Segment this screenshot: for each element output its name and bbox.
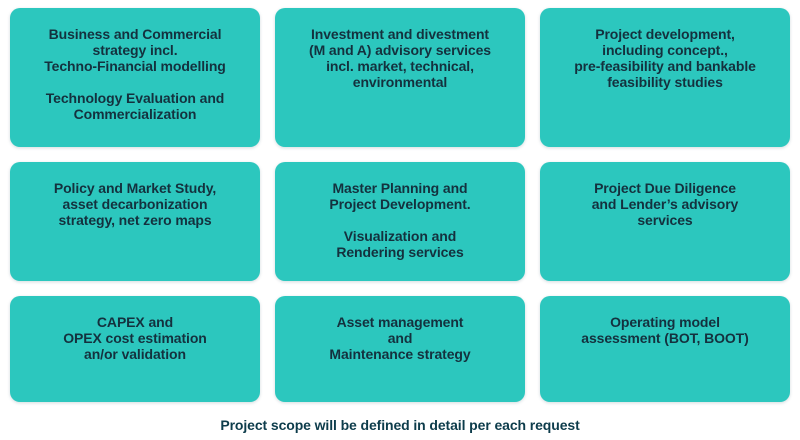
card-text: Business and Commercial strategy incl. T… [44, 26, 226, 122]
card-business-commercial-strategy: Business and Commercial strategy incl. T… [10, 8, 260, 147]
card-text: Asset management and Maintenance strateg… [329, 314, 471, 362]
card-operating-model-assessment: Operating model assessment (BOT, BOOT) [540, 296, 790, 402]
card-policy-market-study: Policy and Market Study, asset decarboni… [10, 162, 260, 281]
footer-caption: Project scope will be defined in detail … [220, 417, 580, 433]
card-capex-opex-estimation: CAPEX and OPEX cost estimation an/or val… [10, 296, 260, 402]
card-text: Master Planning and Project Development.… [329, 180, 471, 260]
card-master-planning-visualization: Master Planning and Project Development.… [275, 162, 525, 281]
services-grid: Business and Commercial strategy incl. T… [10, 8, 790, 402]
card-text: Project development, including concept.,… [574, 26, 756, 90]
card-text: Investment and divestment (M and A) advi… [309, 26, 491, 90]
card-project-due-diligence: Project Due Diligence and Lender’s advis… [540, 162, 790, 281]
card-investment-divestment-advisory: Investment and divestment (M and A) advi… [275, 8, 525, 147]
card-asset-management-maintenance: Asset management and Maintenance strateg… [275, 296, 525, 402]
card-project-development-feasibility: Project development, including concept.,… [540, 8, 790, 147]
card-text: CAPEX and OPEX cost estimation an/or val… [63, 314, 207, 362]
card-text: Project Due Diligence and Lender’s advis… [591, 180, 739, 228]
card-text: Operating model assessment (BOT, BOOT) [581, 314, 749, 346]
card-text: Policy and Market Study, asset decarboni… [53, 180, 217, 228]
